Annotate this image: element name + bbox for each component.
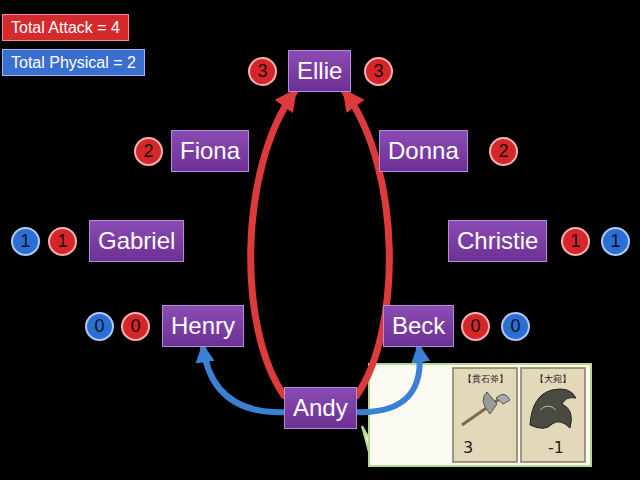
total-physical-box: Total Physical = 2	[2, 49, 145, 76]
physical-circle: 1	[11, 227, 40, 256]
attack-circle: 2	[489, 137, 518, 166]
horse-card	[521, 368, 585, 462]
card-name: 【大宛】	[535, 373, 571, 386]
player-box: Gabriel	[89, 220, 184, 262]
node-text: Andy	[293, 394, 348, 422]
node-text: Total Attack = 4	[11, 19, 120, 37]
attack-circle: 1	[561, 227, 590, 256]
node-text: 0	[510, 316, 520, 337]
attack-circle: 2	[134, 137, 163, 166]
physical-circle: 0	[85, 312, 114, 341]
physical-circle: 0	[501, 312, 530, 341]
horse-picture	[530, 389, 576, 428]
axe-picture	[462, 392, 510, 425]
player-box: Donna	[379, 130, 468, 172]
node-text: 1	[570, 231, 580, 252]
attack-circle: 0	[121, 312, 150, 341]
weapon-card	[453, 368, 517, 462]
node-text: 0	[470, 316, 480, 337]
attack-circle: 3	[248, 57, 277, 86]
player-box: Ellie	[288, 50, 351, 92]
move-arrow	[203, 347, 284, 412]
attack-circle: 1	[48, 227, 77, 256]
player-box: Christie	[448, 220, 547, 262]
move-arrow	[357, 347, 420, 412]
card-number: 3	[463, 438, 473, 457]
node-text: 1	[610, 231, 620, 252]
attack-circle: 3	[364, 57, 393, 86]
player-box: Henry	[162, 305, 244, 347]
node-text: 2	[143, 141, 153, 162]
total-attack-box: Total Attack = 4	[2, 14, 129, 41]
node-text: Total Physical = 2	[11, 54, 136, 72]
player-box: Beck	[383, 305, 454, 347]
node-text: Ellie	[297, 57, 342, 85]
node-text: Christie	[457, 227, 538, 255]
node-text: Gabriel	[98, 227, 175, 255]
node-text: 0	[94, 316, 104, 337]
node-text: Donna	[388, 137, 459, 165]
player-box: Fiona	[171, 130, 249, 172]
physical-circle: 1	[601, 227, 630, 256]
node-text: 1	[57, 231, 67, 252]
node-text: 0	[130, 316, 140, 337]
node-text: Beck	[392, 312, 445, 340]
node-text: 3	[257, 61, 267, 82]
callout-panel	[369, 364, 591, 466]
node-text: 3	[373, 61, 383, 82]
player-box: Andy	[284, 387, 357, 429]
node-text: 2	[498, 141, 508, 162]
card-name: 【貫石斧】	[463, 373, 508, 386]
attack-circle: 0	[461, 312, 490, 341]
node-text: Henry	[171, 312, 235, 340]
card-number: -1	[548, 438, 564, 457]
attack-arrow	[251, 92, 295, 395]
node-text: Fiona	[180, 137, 240, 165]
node-text: 1	[20, 231, 30, 252]
